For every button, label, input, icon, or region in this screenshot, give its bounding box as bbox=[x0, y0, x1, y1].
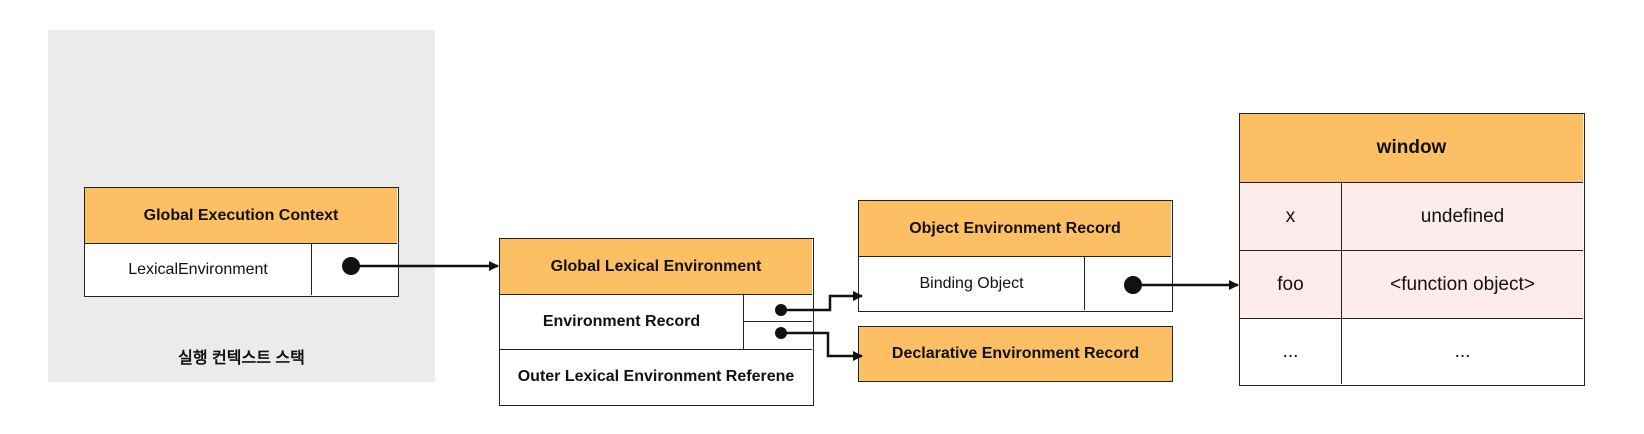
window-object: window x undefined foo <function object>… bbox=[1239, 113, 1585, 386]
env-record-to-oer-arrow bbox=[775, 291, 863, 316]
window-row-key-x: x bbox=[1240, 182, 1341, 250]
gle-environment-record-label: Environment Record bbox=[500, 294, 743, 349]
gle-env-record-pointer-bottom bbox=[743, 321, 812, 349]
oer-title: Object Environment Record bbox=[859, 201, 1171, 256]
oer-binding-object-label: Binding Object bbox=[859, 256, 1084, 310]
object-environment-record: Object Environment Record Binding Object bbox=[858, 200, 1173, 312]
window-row-value-more: ... bbox=[1341, 318, 1583, 384]
global-execution-context: Global Execution Context LexicalEnvironm… bbox=[84, 187, 399, 297]
gle-title: Global Lexical Environment bbox=[500, 239, 812, 294]
window-row-value-foo: <function object> bbox=[1341, 250, 1583, 318]
gec-pointer-cell bbox=[311, 243, 397, 295]
global-lexical-environment: Global Lexical Environment Environment R… bbox=[499, 238, 814, 406]
window-row-key-more: ... bbox=[1240, 318, 1341, 384]
gle-outer-reference-label: Outer Lexical Environment Referene bbox=[500, 349, 812, 404]
gec-to-gle-arrow bbox=[342, 257, 499, 275]
stack-label: 실행 컨텍스트 스택 bbox=[178, 350, 305, 367]
window-row-key-foo: foo bbox=[1240, 250, 1341, 318]
window-row-value-x: undefined bbox=[1341, 182, 1583, 250]
declarative-environment-record: Declarative Environment Record bbox=[858, 326, 1173, 382]
oer-pointer-cell bbox=[1084, 256, 1171, 310]
gec-title: Global Execution Context bbox=[85, 188, 397, 243]
binding-object-to-window-arrow bbox=[1124, 276, 1239, 294]
window-title: window bbox=[1240, 114, 1583, 182]
gec-lexical-environment-label: LexicalEnvironment bbox=[85, 243, 311, 295]
gle-env-record-pointer-top bbox=[743, 294, 812, 321]
env-record-to-der-arrow bbox=[775, 327, 863, 361]
